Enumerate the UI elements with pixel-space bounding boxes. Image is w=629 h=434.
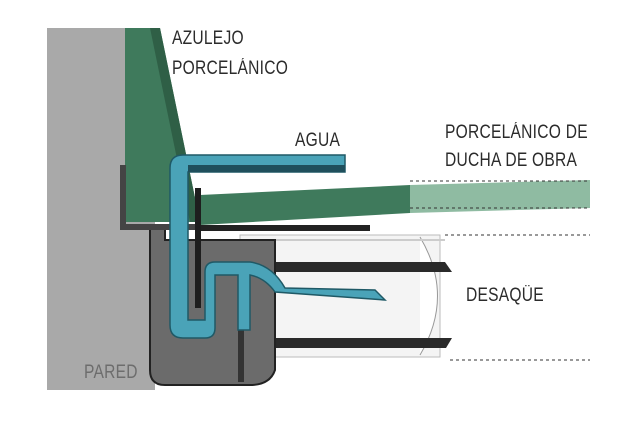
label-tile-line2: PORCELÁNICO: [172, 58, 289, 79]
support-plate: [195, 225, 370, 231]
drain-profile: [169, 154, 387, 339]
label-floor-line1: PORCELÁNICO DE: [445, 122, 588, 143]
label-drain: DESAQÜE: [466, 285, 544, 306]
label-floor-line2: DUCHA DE OBRA: [445, 150, 578, 171]
label-wall: PARED: [84, 362, 138, 383]
label-tile-line1: AZULEJO: [172, 28, 244, 49]
floor-tile: [200, 185, 410, 225]
label-water: AGUA: [295, 130, 341, 151]
